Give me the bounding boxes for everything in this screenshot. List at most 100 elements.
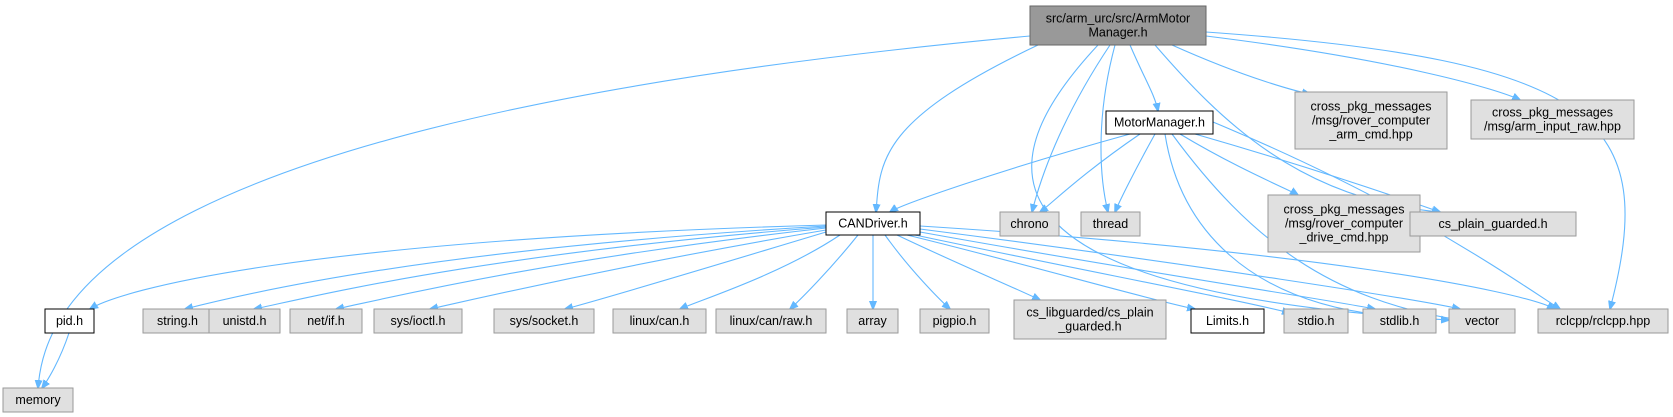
node-box-array bbox=[846, 308, 899, 334]
node-box-stdlib bbox=[1362, 308, 1437, 334]
node-motormanager[interactable]: MotorManager.h bbox=[1105, 110, 1214, 135]
node-label-chrono-line-0: chrono bbox=[1010, 217, 1048, 231]
node-label-cslib-line-0: cs_libguarded/cs_plain bbox=[1026, 306, 1153, 320]
node-label-stdlib-line-0: stdlib.h bbox=[1380, 314, 1420, 328]
edge-root-to-memory bbox=[38, 35, 1031, 388]
edge-root-to-vector bbox=[1031, 44, 1449, 320]
node-label-cslib-line-1: _guarded.h bbox=[1057, 320, 1121, 334]
edge-pid-to-memory bbox=[42, 332, 70, 388]
node-box-netif bbox=[289, 308, 363, 334]
node-label-pigpio-line-0: pigpio.h bbox=[933, 314, 977, 328]
node-label-socket-line-0: sys/socket.h bbox=[510, 314, 579, 328]
edge-root-to-canroot bbox=[876, 44, 1039, 212]
edge-motormanager-to-canroot bbox=[890, 133, 1131, 212]
edge-root-to-motormanager bbox=[1129, 44, 1158, 111]
node-label-cs_plain-line-0: cs_plain_guarded.h bbox=[1438, 217, 1547, 231]
node-pid[interactable]: pid.h bbox=[44, 308, 95, 334]
node-label-arm_cmd-line-0: cross_pkg_messages bbox=[1311, 100, 1432, 114]
edge-motormanager-to-chrono bbox=[1040, 133, 1141, 212]
edge-canroot-to-ioctl bbox=[430, 229, 827, 309]
node-box-root bbox=[1029, 5, 1207, 46]
node-box-cslib bbox=[1013, 299, 1167, 340]
node-label-thread-line-0: thread bbox=[1093, 217, 1128, 231]
edge-canroot-to-stdio bbox=[914, 234, 1290, 313]
edge-canroot-to-vector bbox=[919, 228, 1460, 309]
node-box-limits bbox=[1190, 308, 1265, 334]
node-label-arm_cmd-line-2: _arm_cmd.hpp bbox=[1328, 128, 1412, 142]
edge-root-to-rclcpp bbox=[1205, 31, 1626, 309]
node-box-linuxcan bbox=[612, 308, 707, 334]
node-box-unistd bbox=[208, 308, 281, 334]
node-box-stdio bbox=[1283, 308, 1349, 334]
node-label-stdio-line-0: stdio.h bbox=[1298, 314, 1335, 328]
node-string: string.h bbox=[142, 308, 213, 334]
node-label-linuxcan-line-0: linux/can.h bbox=[630, 314, 690, 328]
node-limits[interactable]: Limits.h bbox=[1190, 308, 1265, 334]
nodes-layer: src/arm_urc/src/ArmMotorManager.hMotorMa… bbox=[2, 5, 1669, 413]
edge-canroot-to-string bbox=[185, 225, 827, 309]
node-label-motormanager-line-0: MotorManager.h bbox=[1114, 116, 1205, 130]
edge-canroot-to-pid bbox=[90, 224, 827, 309]
node-linuxcan: linux/can.h bbox=[612, 308, 707, 334]
node-box-thread bbox=[1080, 211, 1141, 237]
node-label-drive_cmd-line-1: /msg/rover_computer bbox=[1285, 217, 1403, 231]
edge-canroot-to-linuxcan bbox=[680, 234, 841, 309]
node-arm_input: cross_pkg_messages/msg/arm_input_raw.hpp bbox=[1470, 99, 1635, 140]
node-stdlib: stdlib.h bbox=[1362, 308, 1437, 334]
node-stdio: stdio.h bbox=[1283, 308, 1349, 334]
node-memory: memory bbox=[2, 387, 74, 413]
node-box-motormanager bbox=[1105, 110, 1214, 135]
node-box-arm_cmd bbox=[1294, 91, 1448, 150]
edge-canroot-to-socket bbox=[565, 231, 827, 309]
node-label-limits-line-0: Limits.h bbox=[1206, 314, 1249, 328]
node-cslib: cs_libguarded/cs_plain_guarded.h bbox=[1013, 299, 1167, 340]
node-label-arm_input-line-1: /msg/arm_input_raw.hpp bbox=[1484, 120, 1621, 134]
node-box-pid bbox=[44, 308, 95, 334]
node-box-cs_plain bbox=[1409, 211, 1577, 237]
node-rclcpp: rclcpp/rclcpp.hpp bbox=[1537, 308, 1669, 334]
node-netif: net/if.h bbox=[289, 308, 363, 334]
node-label-drive_cmd-line-0: cross_pkg_messages bbox=[1284, 203, 1405, 217]
node-label-root-line-0: src/arm_urc/src/ArmMotor bbox=[1046, 12, 1190, 26]
node-label-arm_cmd-line-1: /msg/rover_computer bbox=[1312, 114, 1430, 128]
node-label-pid-line-0: pid.h bbox=[56, 314, 83, 328]
node-box-linuxcanraw bbox=[715, 308, 827, 334]
node-label-rclcpp-line-0: rclcpp/rclcpp.hpp bbox=[1556, 314, 1651, 328]
edge-root-to-chrono bbox=[1032, 44, 1111, 212]
node-label-drive_cmd-line-2: _drive_cmd.hpp bbox=[1299, 231, 1389, 245]
node-cs_plain: cs_plain_guarded.h bbox=[1409, 211, 1577, 237]
node-label-unistd-line-0: unistd.h bbox=[223, 314, 267, 328]
node-box-string bbox=[142, 308, 213, 334]
edge-canroot-to-pigpio bbox=[884, 234, 950, 309]
node-chrono: chrono bbox=[999, 211, 1060, 237]
node-box-pigpio bbox=[919, 308, 990, 334]
node-box-ioctl bbox=[373, 308, 463, 334]
node-label-netif-line-0: net/if.h bbox=[307, 314, 345, 328]
node-arm_cmd: cross_pkg_messages/msg/rover_computer_ar… bbox=[1294, 91, 1448, 150]
node-box-socket bbox=[493, 308, 595, 334]
node-box-drive_cmd bbox=[1267, 194, 1421, 253]
node-label-canroot-line-0: CANDriver.h bbox=[838, 217, 908, 231]
edge-canroot-to-linuxcanraw bbox=[790, 234, 859, 309]
node-label-root-line-1: Manager.h bbox=[1088, 26, 1147, 40]
edge-root-to-arm_input bbox=[1205, 35, 1520, 100]
edge-root-to-thread bbox=[1100, 44, 1116, 212]
node-drive_cmd: cross_pkg_messages/msg/rover_computer_dr… bbox=[1267, 194, 1421, 253]
edge-canroot-to-netif bbox=[336, 227, 827, 309]
node-vector: vector bbox=[1448, 308, 1516, 334]
node-array: array bbox=[846, 308, 899, 334]
edge-motormanager-to-thread bbox=[1115, 133, 1156, 212]
node-label-memory-line-0: memory bbox=[15, 393, 61, 407]
node-label-arm_input-line-0: cross_pkg_messages bbox=[1492, 106, 1613, 120]
node-box-rclcpp bbox=[1537, 308, 1669, 334]
node-socket: sys/socket.h bbox=[493, 308, 595, 334]
edge-canroot-to-cslib bbox=[896, 234, 1040, 300]
node-box-canroot bbox=[825, 211, 921, 236]
node-label-linuxcanraw-line-0: linux/can/raw.h bbox=[730, 314, 813, 328]
node-canroot[interactable]: CANDriver.h bbox=[825, 211, 921, 236]
node-thread: thread bbox=[1080, 211, 1141, 237]
node-unistd: unistd.h bbox=[208, 308, 281, 334]
edge-motormanager-to-stdlib bbox=[1164, 133, 1380, 315]
